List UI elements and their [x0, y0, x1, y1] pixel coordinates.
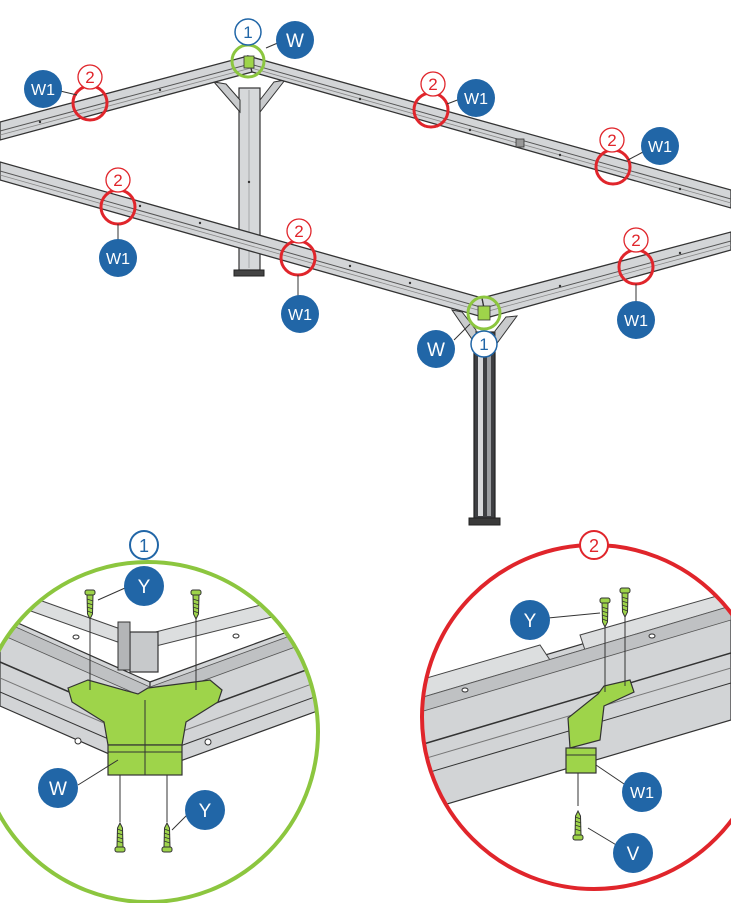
marker-1-front: 1	[470, 330, 498, 358]
svg-text:2: 2	[589, 536, 599, 556]
beams	[0, 55, 731, 319]
marker-2-label: 2	[113, 171, 122, 190]
svg-text:W1: W1	[464, 91, 488, 108]
svg-text:W: W	[49, 779, 67, 800]
back-left-post	[212, 79, 287, 277]
svg-text:1: 1	[139, 536, 149, 556]
part-label-w1-b: W1	[457, 79, 495, 117]
svg-text:W1: W1	[288, 307, 312, 324]
detail-2-beam-joint	[420, 543, 731, 891]
beam-holes	[38, 88, 682, 288]
svg-text:1: 1	[243, 23, 252, 42]
detail-1-frame-circle	[0, 560, 320, 904]
marker-2-label: 2	[607, 131, 616, 150]
part-label-v-detail2: V	[613, 833, 653, 873]
svg-text:Y: Y	[138, 577, 151, 598]
green-ring-front-corner	[466, 295, 502, 331]
svg-text:1: 1	[479, 335, 488, 354]
part-label-w1-c: W1	[641, 127, 679, 165]
svg-text:W: W	[286, 31, 304, 52]
part-label-w-top: W	[276, 21, 314, 59]
marker-2-label: 2	[631, 231, 640, 250]
svg-text:W1: W1	[630, 785, 654, 802]
svg-text:W1: W1	[624, 313, 648, 330]
part-label-w-front: W	[417, 330, 455, 368]
part-label-w1-detail: W1	[622, 772, 662, 812]
marker-2-label: 2	[294, 222, 303, 241]
svg-text:W1: W1	[106, 251, 130, 268]
part-label-w1-f: W1	[617, 301, 655, 339]
pergola-frame	[0, 55, 731, 526]
svg-text:V: V	[627, 844, 640, 865]
marker-2-group	[77, 64, 649, 253]
svg-text:Y: Y	[524, 611, 537, 632]
svg-text:W1: W1	[648, 139, 672, 156]
svg-text:Y: Y	[199, 801, 212, 822]
part-label-y-detail1-bottom: Y	[185, 790, 225, 830]
part-label-y-detail1-top: Y	[124, 566, 164, 606]
marker-2-label: 2	[85, 68, 94, 87]
corner-bracket-front	[477, 305, 491, 321]
svg-text:W: W	[427, 340, 445, 361]
part-label-y-detail2: Y	[510, 600, 550, 640]
svg-text:W1: W1	[31, 82, 55, 99]
marker-1-back: 1	[234, 18, 262, 46]
marker-1-detail: 1	[129, 530, 159, 560]
part-label-w1-a: W1	[24, 70, 62, 108]
part-label-w-detail: W	[38, 768, 78, 808]
marker-2-detail: 2	[579, 530, 609, 560]
marker-2-label: 2	[428, 75, 437, 94]
corner-bracket-back	[243, 55, 255, 69]
part-label-w1-d: W1	[99, 239, 137, 277]
part-label-w1-e: W1	[281, 295, 319, 333]
detail-1-corner	[0, 560, 320, 904]
